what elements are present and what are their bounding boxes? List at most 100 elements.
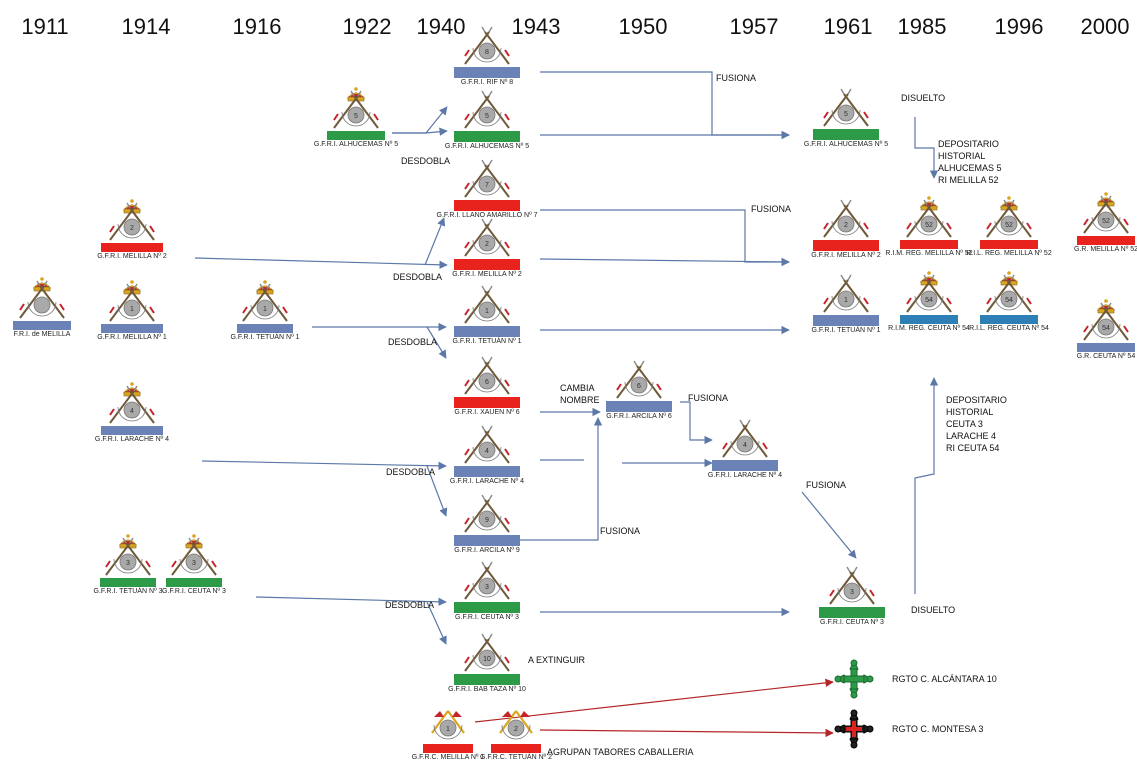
unit-color-bar (712, 460, 778, 471)
unit-emblem-icon: 8 (459, 20, 515, 66)
note-fusiona: FUSIONA (600, 526, 641, 536)
unit-color-bar (813, 315, 879, 326)
unit-color-bar (454, 200, 520, 211)
unit-label: G.F.R.I. MELILLA Nº 1 (97, 334, 167, 341)
unit-emblem-icon: 6 (611, 354, 667, 400)
svg-text:6: 6 (485, 379, 489, 386)
svg-text:1: 1 (446, 726, 450, 733)
unit-emblem-icon: 1 (818, 268, 874, 314)
lineage-arrow (392, 106, 448, 134)
svg-text:5: 5 (485, 113, 489, 120)
montesa-cross-icon (834, 709, 874, 749)
unit-label: R.I.M. REG. MELILLA Nº 52 (885, 250, 973, 257)
lineage-arrow (914, 117, 939, 179)
unit-color-bar (454, 397, 520, 408)
year-1911: 1911 (21, 14, 69, 39)
lineage-arrow (255, 596, 447, 606)
lineage-arrow (426, 465, 448, 517)
svg-text:3: 3 (485, 584, 489, 591)
svg-text:6: 6 (637, 383, 641, 390)
lineage-arrow (539, 257, 790, 267)
svg-text:3: 3 (126, 560, 130, 567)
unit-emblem-icon: 5 (459, 84, 515, 130)
unit-color-bar (237, 324, 293, 333)
unit-color-bar (101, 243, 163, 252)
note-disuelto: DISUELTO (901, 93, 946, 103)
note-cambia-nombre: CAMBIA NOMBRE (560, 383, 600, 405)
svg-text:1: 1 (263, 306, 267, 313)
alcantara-cross-icon (834, 659, 874, 699)
lineage-arrow (392, 127, 448, 136)
unit-color-bar (100, 578, 156, 587)
note-disuelto: DISUELTO (911, 605, 956, 615)
svg-text:9: 9 (485, 517, 489, 524)
unit-color-bar (980, 315, 1038, 324)
unit-emblem-icon: 1 (459, 279, 515, 325)
svg-text:54: 54 (1005, 297, 1013, 304)
unit-label: G.F.R.I. TETUÁN Nº 1 (452, 338, 522, 345)
unit-label: G.F.R.I. MELILLA Nº 2 (452, 271, 522, 278)
svg-text:4: 4 (743, 442, 747, 449)
svg-text:3: 3 (192, 560, 196, 567)
unit-color-bar (454, 535, 520, 546)
unit-emblem-icon: 3 (100, 531, 156, 577)
unit-emblem-icon: 52 (981, 193, 1037, 239)
unit-emblem-icon: 5 (818, 82, 874, 128)
unit-color-bar (813, 240, 879, 251)
unit-label: R.I.L. REG. CEUTA Nº 54 (969, 325, 1049, 332)
unit-emblem-icon: 2 (488, 697, 544, 743)
unit-emblem-icon: 4 (717, 413, 773, 459)
svg-text:2: 2 (844, 222, 848, 229)
unit-label: G.F.R.I. LARACHE Nº 4 (449, 478, 525, 485)
lineage-arrow (194, 257, 448, 269)
unit-label: G.F.R.C. TETUÁN Nº 2 (479, 754, 553, 761)
unit-color-bar (491, 744, 541, 753)
year-1914: 1914 (121, 14, 171, 39)
svg-text:54: 54 (1102, 325, 1110, 332)
unit-label: G.F.R.I. LARACHE Nº 4 (707, 472, 783, 479)
note-desdobla: DESDOBLA (388, 337, 438, 347)
unit-label: G.F.R.I. LARACHE Nº 4 (94, 436, 170, 443)
svg-text:1: 1 (130, 306, 134, 313)
lineage-arrow (539, 728, 834, 738)
year-1943: 1943 (511, 14, 561, 39)
svg-text:52: 52 (1102, 218, 1110, 225)
lineage-arrow (424, 217, 446, 266)
unit-emblem-icon: 54 (981, 268, 1037, 314)
unit-label: G.F.R.C. MELILLA Nº 1 (411, 754, 485, 761)
unit-label: G.F.R.I. ALHUCEMAS Nº 5 (313, 141, 399, 148)
unit-label: F.R.I. de MELILLA (13, 331, 71, 338)
unit-emblem-icon: 2 (459, 212, 515, 258)
svg-text:2: 2 (485, 241, 489, 248)
year-1950: 1950 (618, 14, 668, 39)
unit-color-bar (101, 426, 163, 435)
unit-label: G.F.R.I. CEUTA Nº 3 (455, 614, 519, 621)
unit-label: G.F.R.I. ALHUCEMAS Nº 5 (444, 143, 530, 150)
lineage-arrow (801, 491, 857, 559)
unit-emblem-icon: 7 (459, 153, 515, 199)
unit-color-bar (1077, 343, 1135, 352)
note-fusiona: FUSIONA (806, 480, 847, 490)
lineage-arrow (474, 678, 834, 723)
unit-label: G.F.R.I. CEUTA Nº 3 (820, 619, 884, 626)
unit-emblem-icon: 52 (1078, 189, 1134, 235)
unit-label: G.R. CEUTA Nº 54 (1076, 353, 1136, 360)
svg-text:8: 8 (485, 49, 489, 56)
unit-label: G.F.R.I. ALHUCEMAS Nº 5 (803, 141, 889, 148)
lineage-arrow (426, 601, 447, 645)
unit-color-bar (900, 240, 958, 249)
note-rgto-alcantara: RGTO C. ALCÁNTARA 10 (892, 674, 997, 684)
unit-emblem-icon: 2 (104, 196, 160, 242)
unit-emblem-icon: 54 (901, 268, 957, 314)
unit-emblem-icon: 1 (420, 697, 476, 743)
year-1961: 1961 (823, 14, 873, 39)
unit-emblem-icon: 1 (237, 277, 293, 323)
unit-emblem-icon: 52 (901, 193, 957, 239)
svg-text:1: 1 (844, 297, 848, 304)
lineage-arrow (680, 401, 713, 445)
svg-text:52: 52 (925, 222, 933, 229)
unit-color-bar (454, 466, 520, 477)
note-agrupan: AGRUPAN TABORES CABALLERIA (547, 747, 694, 757)
unit-color-bar (101, 324, 163, 333)
